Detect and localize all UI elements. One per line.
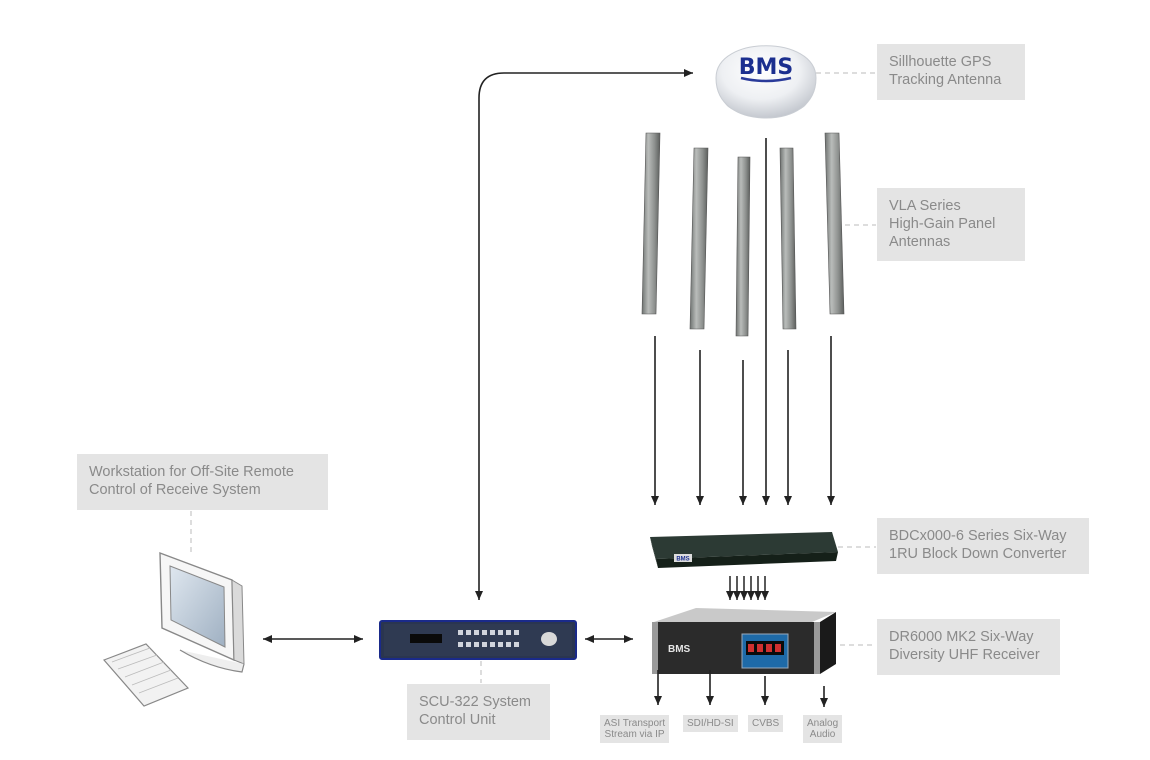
label-workstation: Workstation for Off-Site Remote Control … xyxy=(77,454,328,510)
bdc-rack-unit-icon: BMS xyxy=(650,532,838,568)
label-vla-antennas: VLA Series High-Gain Panel Antennas xyxy=(877,188,1025,261)
gps-brand-logo: BMS xyxy=(739,55,794,80)
output-label-sdi: SDI/HD-SI xyxy=(683,715,738,732)
output-label-asi: ASI Transport Stream via IP xyxy=(600,715,670,743)
label-leader-lines xyxy=(190,72,876,683)
scu-rack-unit-icon xyxy=(379,620,577,660)
receiver-output-arrows xyxy=(654,670,828,707)
label-scu-control-unit: SCU-322 System Control Unit xyxy=(407,684,550,740)
label-gps-antenna: Sillhouette GPS Tracking Antenna xyxy=(877,44,1025,100)
svg-text:BMS: BMS xyxy=(668,644,691,655)
keyboard-icon xyxy=(102,643,190,707)
dr6000-rack-unit-icon: BMS xyxy=(652,608,836,674)
bdc-output-arrows xyxy=(726,576,769,600)
gps-control-link xyxy=(475,69,693,600)
label-bdc-converter: BDCx000-6 Series Six-Way 1RU Block Down … xyxy=(877,518,1089,574)
label-dr6000-receiver: DR6000 MK2 Six-Way Diversity UHF Receive… xyxy=(877,619,1060,675)
svg-text:BMS: BMS xyxy=(676,557,689,563)
gps-dome-icon: BMS xyxy=(715,45,817,119)
output-label-cvbs: CVBS xyxy=(748,715,784,732)
computer-icon xyxy=(159,551,245,673)
panel-antenna-icon xyxy=(641,132,845,337)
output-label-audio: Analog Audio xyxy=(803,715,843,743)
